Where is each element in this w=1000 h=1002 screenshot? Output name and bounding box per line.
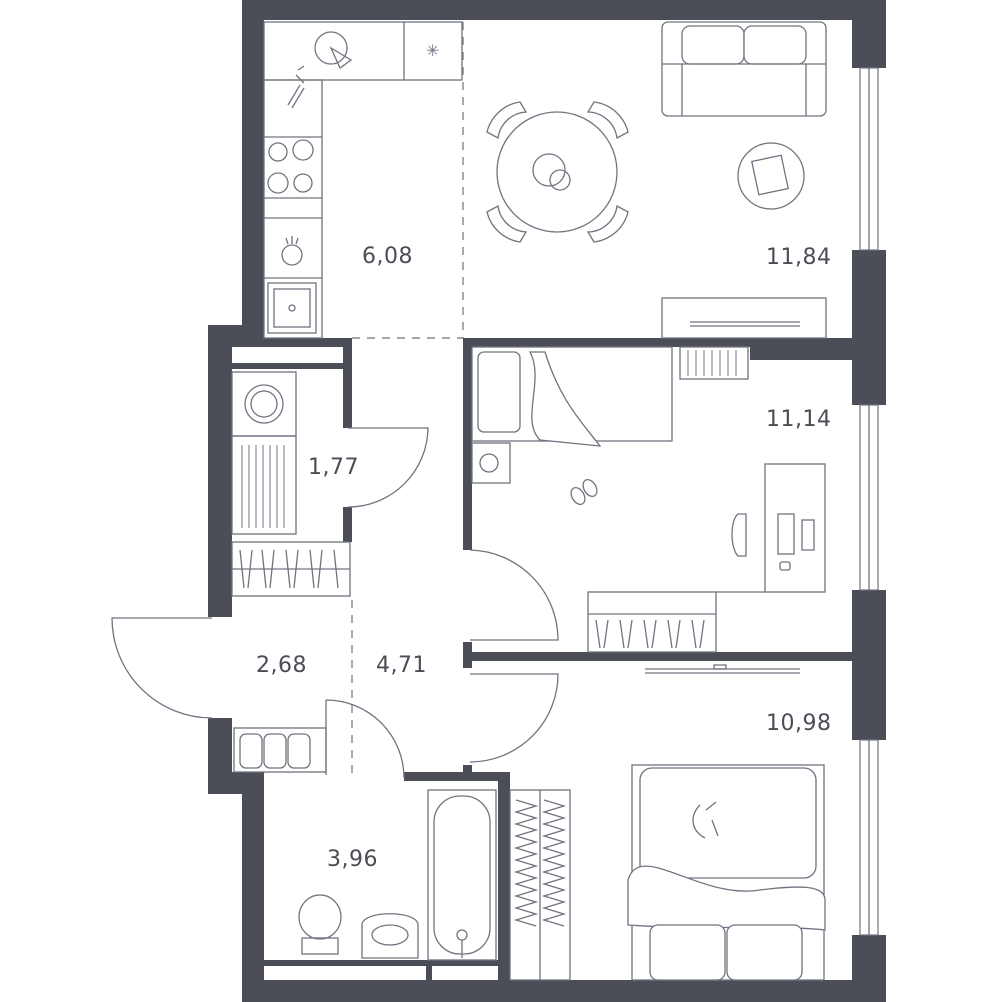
area-label-bathroom: 3,96: [327, 847, 378, 872]
area-label-kitchen: 6,08: [362, 244, 413, 269]
living-furniture: [486, 21, 827, 339]
bedroom-1-furniture: [471, 346, 826, 653]
zone-dividers: [351, 22, 464, 775]
area-label-entrance: 2,68: [256, 653, 307, 678]
area-label-bedroom-1: 11,14: [766, 407, 831, 432]
bedroom-2-furniture: [509, 664, 826, 981]
svg-text:✳: ✳: [426, 41, 439, 60]
laundry-furniture: [231, 371, 351, 597]
doors: [111, 427, 559, 779]
area-labels: 6,08 11,84 1,77 11,14 2,68 4,71 10,98 3,…: [256, 244, 831, 872]
entrance-furniture: [233, 727, 327, 773]
kitchen-furniture: ✳: [263, 21, 463, 339]
area-label-bedroom-2: 10,98: [766, 711, 831, 736]
windows: [859, 67, 879, 936]
area-label-living: 11,84: [766, 245, 831, 270]
area-label-hall: 4,71: [376, 653, 427, 678]
bathroom-fixtures: [298, 789, 497, 961]
area-label-laundry: 1,77: [308, 455, 359, 480]
walls: [208, 0, 886, 1002]
